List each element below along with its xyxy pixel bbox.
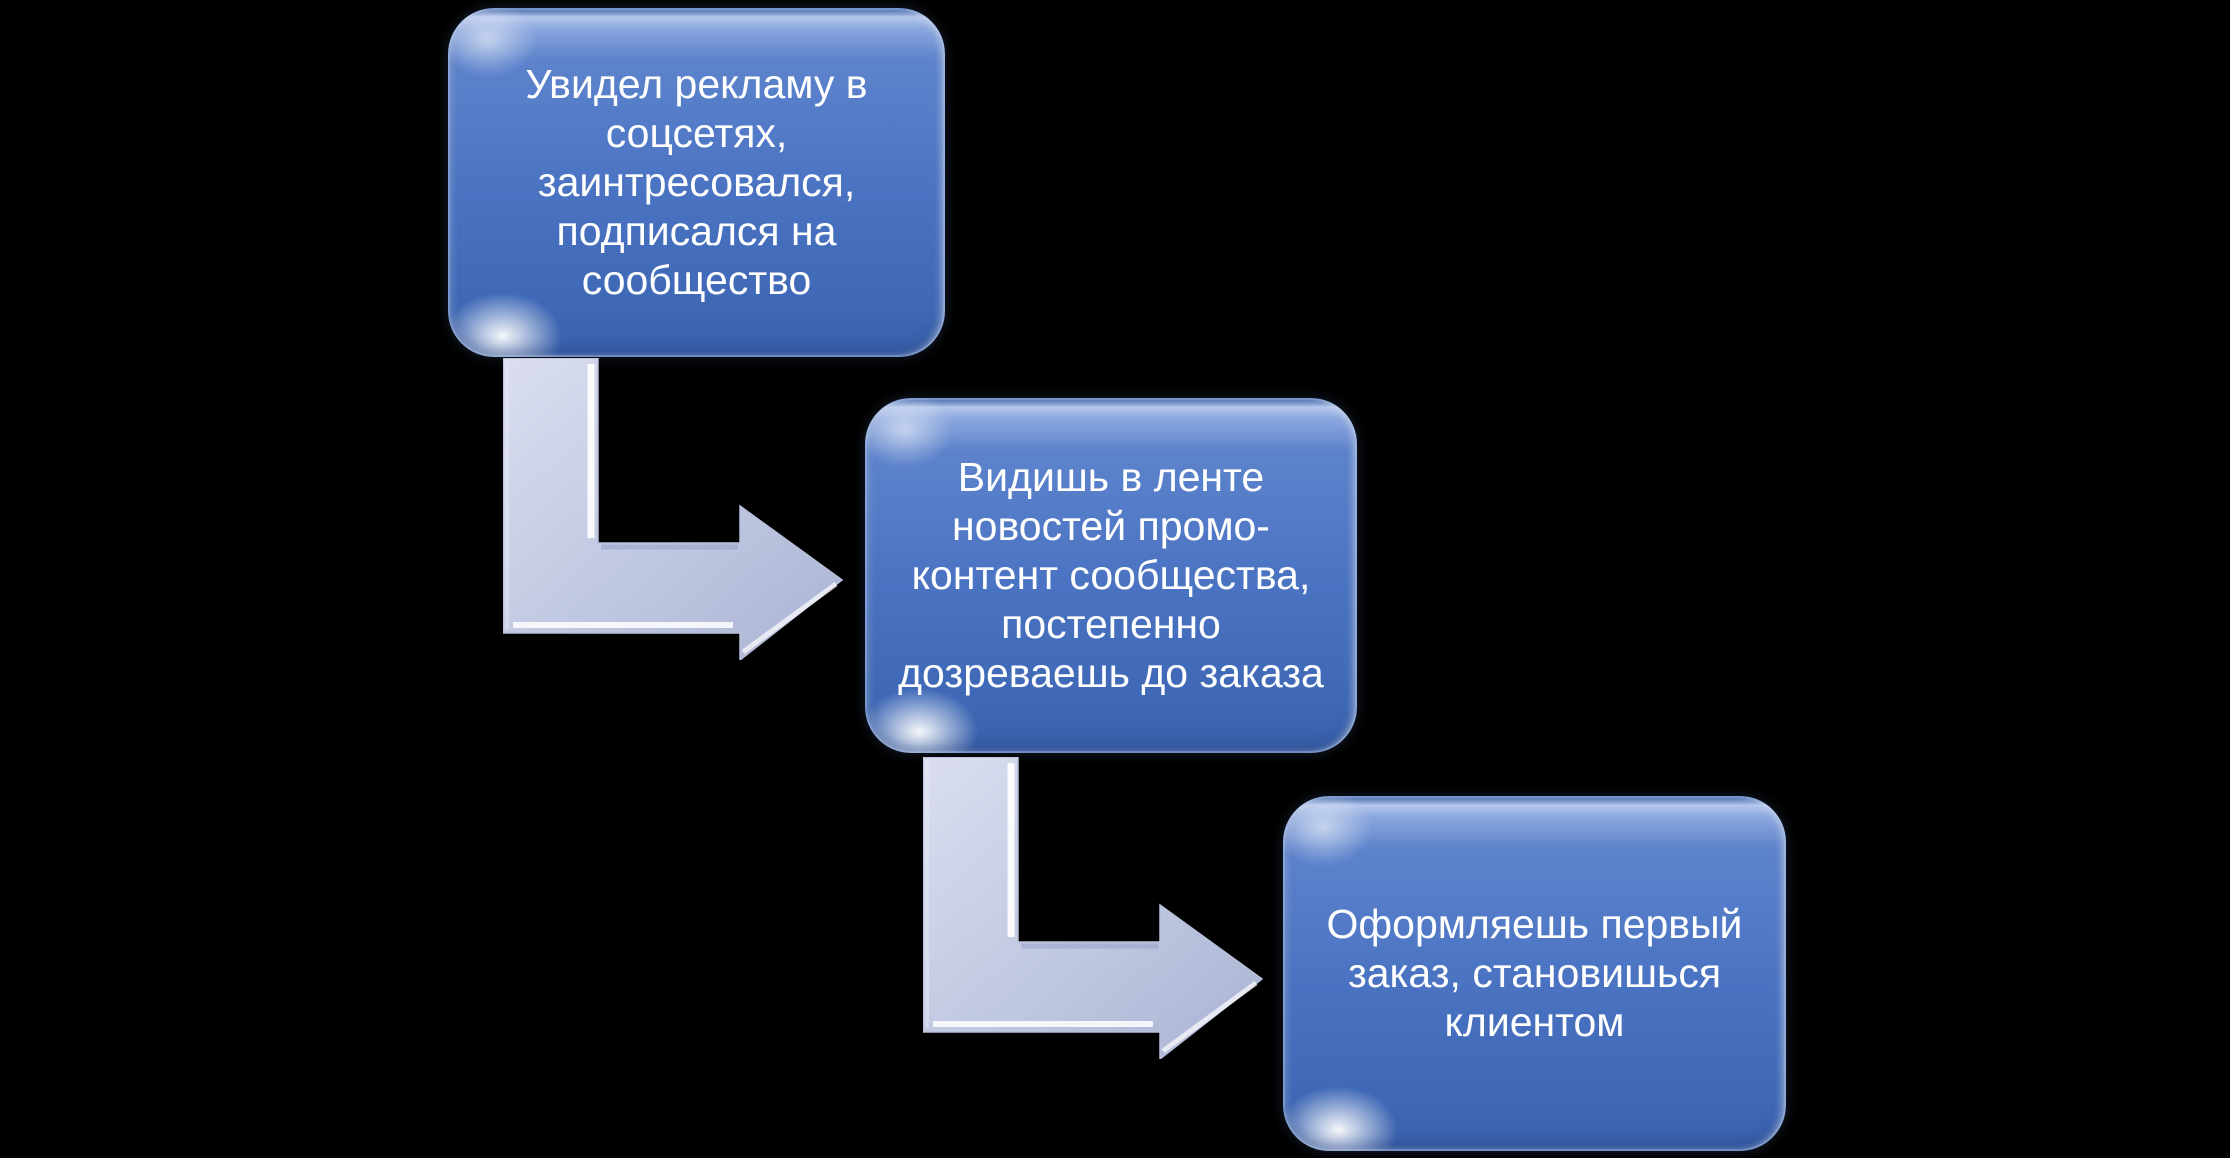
elbow-arrow-down-right-icon [503, 358, 843, 660]
process-step-3-label: Оформляешь первый заказ, становишься кли… [1326, 900, 1743, 1046]
process-step-1: Увидел рекламу в соцсетях, заинтресовалс… [448, 8, 945, 357]
process-step-1-label: Увидел рекламу в соцсетях, заинтресовалс… [525, 60, 868, 304]
process-step-2-label: Видишь в ленте новостей промо- контент с… [898, 453, 1324, 697]
elbow-arrow-down-right-icon [923, 757, 1263, 1059]
process-step-3: Оформляешь первый заказ, становишься кли… [1283, 796, 1786, 1151]
process-step-2: Видишь в ленте новостей промо- контент с… [865, 398, 1357, 753]
